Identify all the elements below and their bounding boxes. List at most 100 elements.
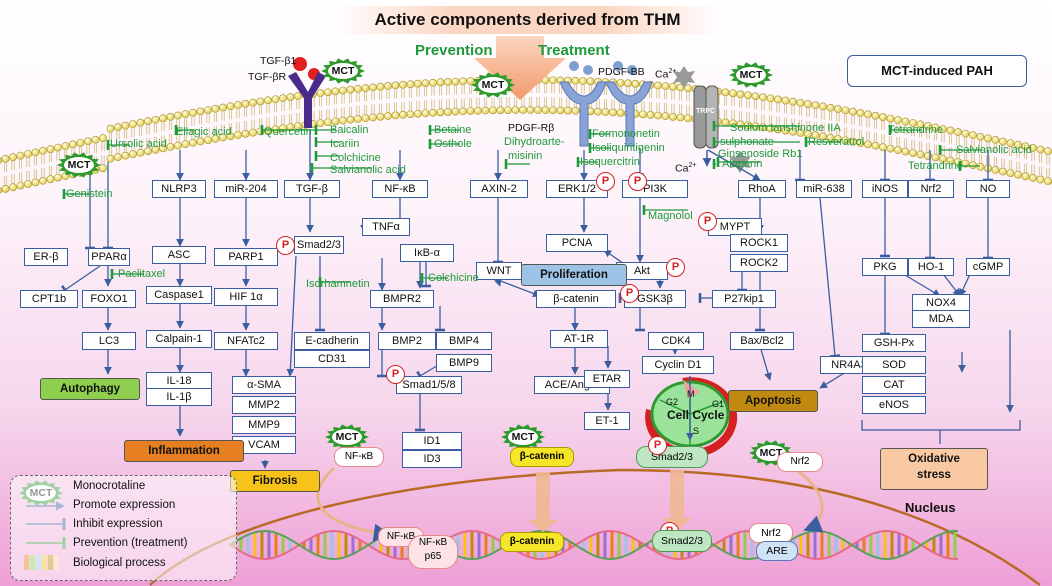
compound-ginsenoside: Ginsenoside Rb1 <box>718 148 803 160</box>
phase-g1: G1 <box>712 399 725 409</box>
node-no: NO <box>966 180 1010 198</box>
nucleus-envelope <box>149 468 1041 586</box>
node-baxbcl2: Bax/Bcl2 <box>730 332 794 350</box>
node-foxo1: FOXO1 <box>82 290 136 308</box>
phosphorylation-icon: P <box>628 172 647 191</box>
nrf2-cytoplasm: Nrf2 <box>777 452 823 472</box>
node-ho1: HO-1 <box>908 258 954 276</box>
compound-genistein: Genistein <box>66 188 113 200</box>
are-element: ARE <box>756 541 798 561</box>
calcium-label: Ca2+ <box>675 162 697 175</box>
page-title: Active components derived from THM <box>335 6 720 34</box>
compound-resveratrol: Resveratrol <box>808 136 865 148</box>
phase-m: M <box>687 389 695 399</box>
calcium-label: Ca2+ <box>655 68 677 81</box>
node-pkg: PKG <box>862 258 908 276</box>
oxidative-bracket <box>861 420 1021 444</box>
node-enos: eNOS <box>862 396 926 414</box>
node-tgfb: TGF-β <box>284 180 340 198</box>
phase-s: S <box>693 426 700 436</box>
phosphorylation-icon: P <box>698 212 717 231</box>
node-nfkb: NF-κB <box>372 180 428 198</box>
node-smad23a: Smad2/3 <box>294 236 344 254</box>
compound-ellagic: Ellagic acid <box>176 126 232 138</box>
nucleus-label: Nucleus <box>905 500 956 515</box>
nfkb-cytoplasm: NF-κB <box>334 447 384 467</box>
treatment-arrow <box>474 36 566 100</box>
node-rhoa: RhoA <box>738 180 786 198</box>
phosphorylation-icon: P <box>386 365 405 384</box>
node-cat: CAT <box>862 376 926 394</box>
mct-badge: MCT <box>320 58 366 84</box>
node-mypt: MYPT <box>708 218 762 236</box>
mct-badge: MCT <box>324 424 370 450</box>
node-bmp9: BMP9 <box>436 354 492 372</box>
legend-promote: Promote expression <box>73 499 176 511</box>
node-p27kip1: P27kip1 <box>712 290 776 308</box>
prevention-label: Prevention <box>415 42 493 59</box>
node-nlrp3: NLRP3 <box>152 180 206 198</box>
compound-magnolol: Magnolol <box>648 210 693 222</box>
smad23-cytoplasm: Smad2/3 <box>636 446 708 468</box>
compound-tetrandrine1: Tetrandrine <box>888 124 944 136</box>
compound-salvianolic2: Salvianolic acid <box>956 144 1032 156</box>
node-bmp4: BMP4 <box>436 332 492 350</box>
process-inflammation: Inflammation <box>124 440 244 462</box>
node-bmp2: BMP2 <box>378 332 436 350</box>
node-smad158: Smad1/5/8 <box>396 376 462 394</box>
tgf-b1-label: TGF-β1 <box>260 55 297 67</box>
process-apoptosis: Apoptosis <box>728 390 818 412</box>
node-ikba: IκB-α <box>400 244 454 262</box>
compound-tetrandrine2: Tetrandrine <box>908 160 964 172</box>
process-fibrosis: Fibrosis <box>230 470 320 492</box>
dna-helix <box>229 529 959 561</box>
bcatenin-nuclear: β-catenin <box>500 532 564 552</box>
node-nfatc2: NFATc2 <box>214 332 278 350</box>
phosphorylation-icon: P <box>666 258 685 277</box>
treatment-label: Treatment <box>538 42 610 59</box>
compound-osthole: Osthole <box>434 138 472 150</box>
legend-monocrotaline: Monocrotaline <box>73 480 146 492</box>
node-ecadherin: E-cadherin <box>294 332 370 350</box>
legend-biological-process: Biological process <box>73 557 166 569</box>
node-mda: MDA <box>912 310 970 328</box>
compound-colchicine2: Colchicine <box>428 272 479 284</box>
smad23-nuclear: Smad2/3 <box>652 530 712 552</box>
phase-g2: G2 <box>666 397 679 407</box>
node-inos: iNOS <box>862 180 908 198</box>
pathway-arrow <box>899 271 941 297</box>
compound-quercetin: Quercetin <box>264 126 312 138</box>
node-et1: ET-1 <box>584 412 630 430</box>
node-pcna: PCNA <box>546 234 608 252</box>
mct-badge: MCT <box>470 72 516 98</box>
node-at1r: AT-1R <box>550 330 608 348</box>
compound-tanshinone2: sulphonate <box>720 136 774 148</box>
node-sod: SOD <box>862 356 926 374</box>
phosphorylation-icon: P <box>276 236 295 255</box>
compound-colchicine1: Colchicine <box>330 152 381 164</box>
node-tnfa: TNFα <box>362 218 410 236</box>
node-erk12: ERK1/2 <box>546 180 608 198</box>
pathway-arrow <box>819 371 847 389</box>
mct-badge: MCT <box>728 62 774 88</box>
mct-badge: MCT <box>56 152 102 178</box>
compound-betaine: Betaine <box>434 124 472 136</box>
pathway-arrow <box>494 278 502 287</box>
process-autophagy: Autophagy <box>40 378 140 400</box>
node-cpt1b: CPT1b <box>20 290 78 308</box>
tgf-br-label: TGF-βR <box>248 71 287 83</box>
compound-dihydro2: misinin <box>508 150 543 162</box>
node-cdk4: CDK4 <box>648 332 704 350</box>
node-mmp2: MMP2 <box>232 396 296 414</box>
node-akt: Akt <box>616 262 668 280</box>
pathway-arrow <box>497 279 541 298</box>
pathway-arrow <box>959 273 971 297</box>
pdgf-receptor <box>559 61 653 147</box>
node-cd31: CD31 <box>294 350 370 368</box>
pathway-arrow <box>286 255 297 377</box>
pathway-arrow <box>60 265 101 296</box>
node-parp1: PARP1 <box>214 248 278 266</box>
bcatenin-cytoplasm: β-catenin <box>510 447 574 467</box>
